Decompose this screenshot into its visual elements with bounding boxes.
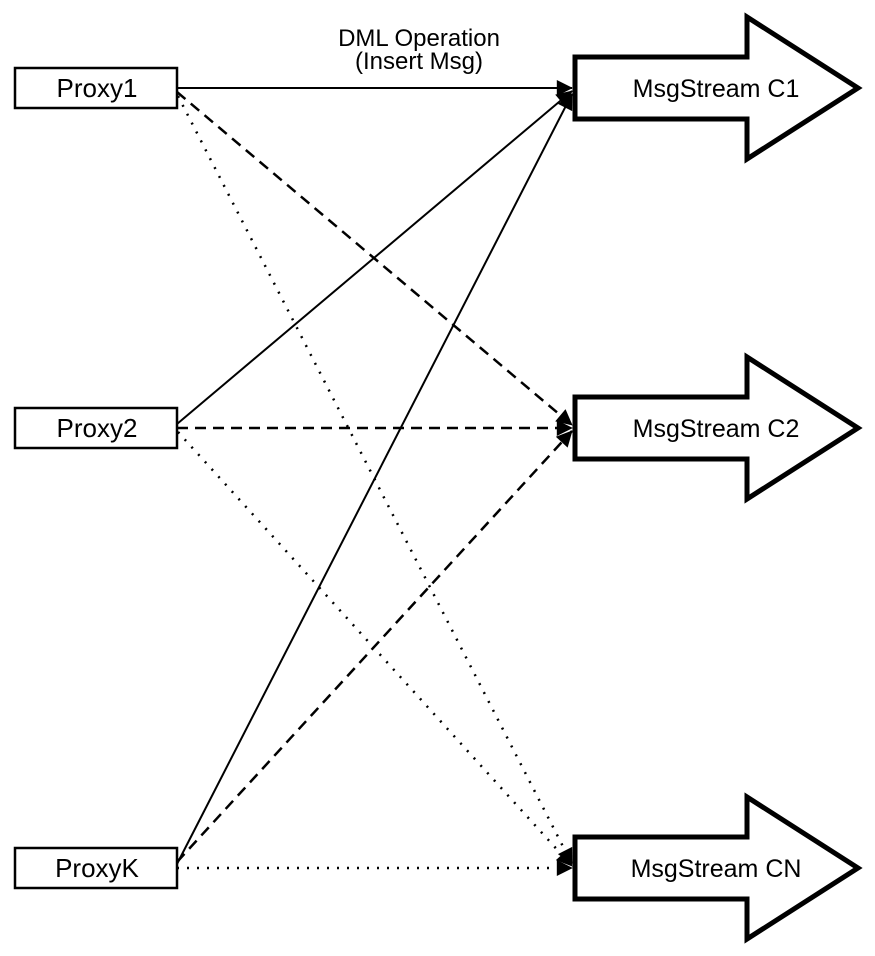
- dml-operation-label-line2: (Insert Msg): [355, 48, 483, 75]
- dml-operation-label-line1: DML Operation: [338, 25, 500, 52]
- msgstream-c1-node: MsgStream C1: [572, 12, 863, 164]
- proxy1-box: [13, 66, 179, 110]
- proxy1-node: Proxy1: [13, 66, 179, 110]
- msgstream-c1-label: MsgStream C1: [633, 75, 800, 103]
- dml-operation-label: DML Operation (Insert Msg): [338, 25, 500, 75]
- edge-proxy1-msgstream-cn: [176, 95, 574, 865]
- msgstream-cn-label: MsgStream CN: [631, 855, 802, 883]
- proxy1-label: Proxy1: [57, 73, 138, 103]
- msgstream-c2-node: MsgStream C2: [572, 352, 863, 504]
- edges: [176, 80, 574, 876]
- proxy2-label: Proxy2: [57, 413, 138, 443]
- proxyk-node: ProxyK: [13, 846, 179, 890]
- msgstream-c2-label: MsgStream C2: [633, 415, 800, 443]
- msgstream-c1-arrow: [572, 12, 863, 164]
- proxyk-box: [13, 846, 179, 890]
- msgstream-cn-arrow: [572, 792, 863, 944]
- edge-proxyk-msgstream-c2: [176, 430, 573, 863]
- proxy2-box: [13, 406, 179, 450]
- proxyk-label: ProxyK: [55, 853, 139, 883]
- proxy2-node: Proxy2: [13, 406, 179, 450]
- edge-proxy1-msgstream-c2: [176, 91, 573, 426]
- msgstream-c2-arrow: [572, 352, 863, 504]
- msgstream-cn-node: MsgStream CN: [572, 792, 863, 944]
